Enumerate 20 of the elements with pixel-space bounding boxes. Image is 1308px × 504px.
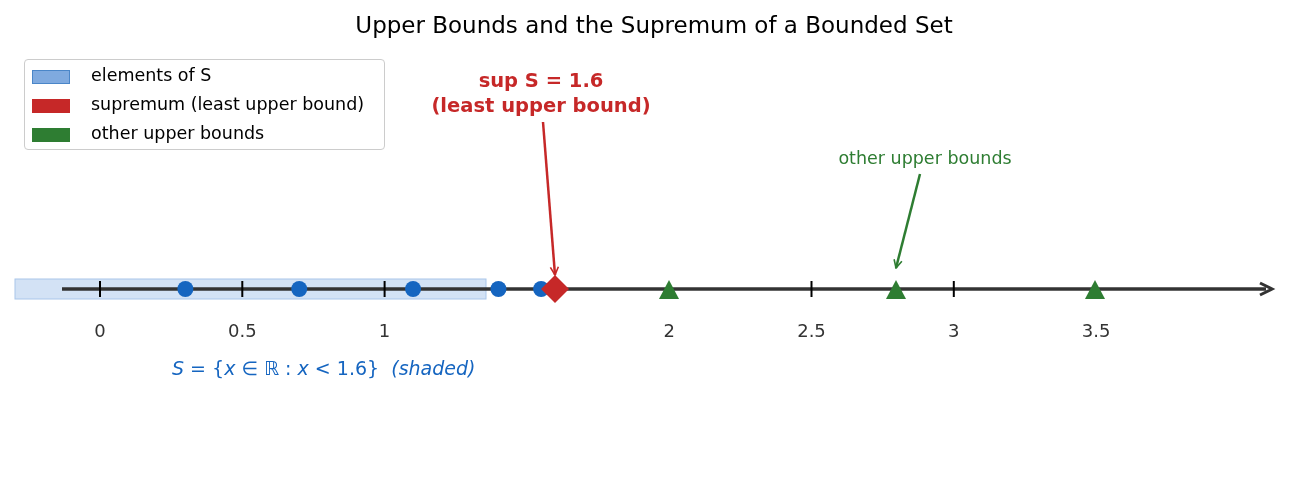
legend-label: elements of S: [91, 65, 212, 85]
upper-bound-triangle: [658, 279, 680, 300]
legend-label: supremum (least upper bound): [91, 94, 365, 114]
tick-label: 1: [378, 320, 391, 341]
set-definition: S = {x ∈ ℝ : x < 1.6} (shaded): [172, 357, 476, 379]
legend-label: other upper bounds: [91, 123, 265, 143]
arrow: [541, 121, 560, 276]
tick-label: 2: [663, 320, 675, 341]
annotation-text: sup S = 1.6 (least upper bound): [410, 68, 672, 118]
chart-title: Upper Bounds and the Supremum of a Bounded Set: [354, 12, 954, 38]
tick-label: 0.5: [228, 320, 257, 341]
tick-label: 0: [94, 320, 106, 341]
supremum-diamond: [541, 275, 569, 303]
upper-bound-triangle: [1084, 279, 1106, 300]
annotation-text: other upper bounds: [822, 146, 1028, 170]
tick-label: 2.5: [797, 320, 826, 341]
upper-bound-triangle: [885, 279, 907, 300]
tick-label: 3: [948, 320, 960, 341]
arrow: [893, 173, 922, 269]
tick-label: 3.5: [1081, 320, 1111, 341]
